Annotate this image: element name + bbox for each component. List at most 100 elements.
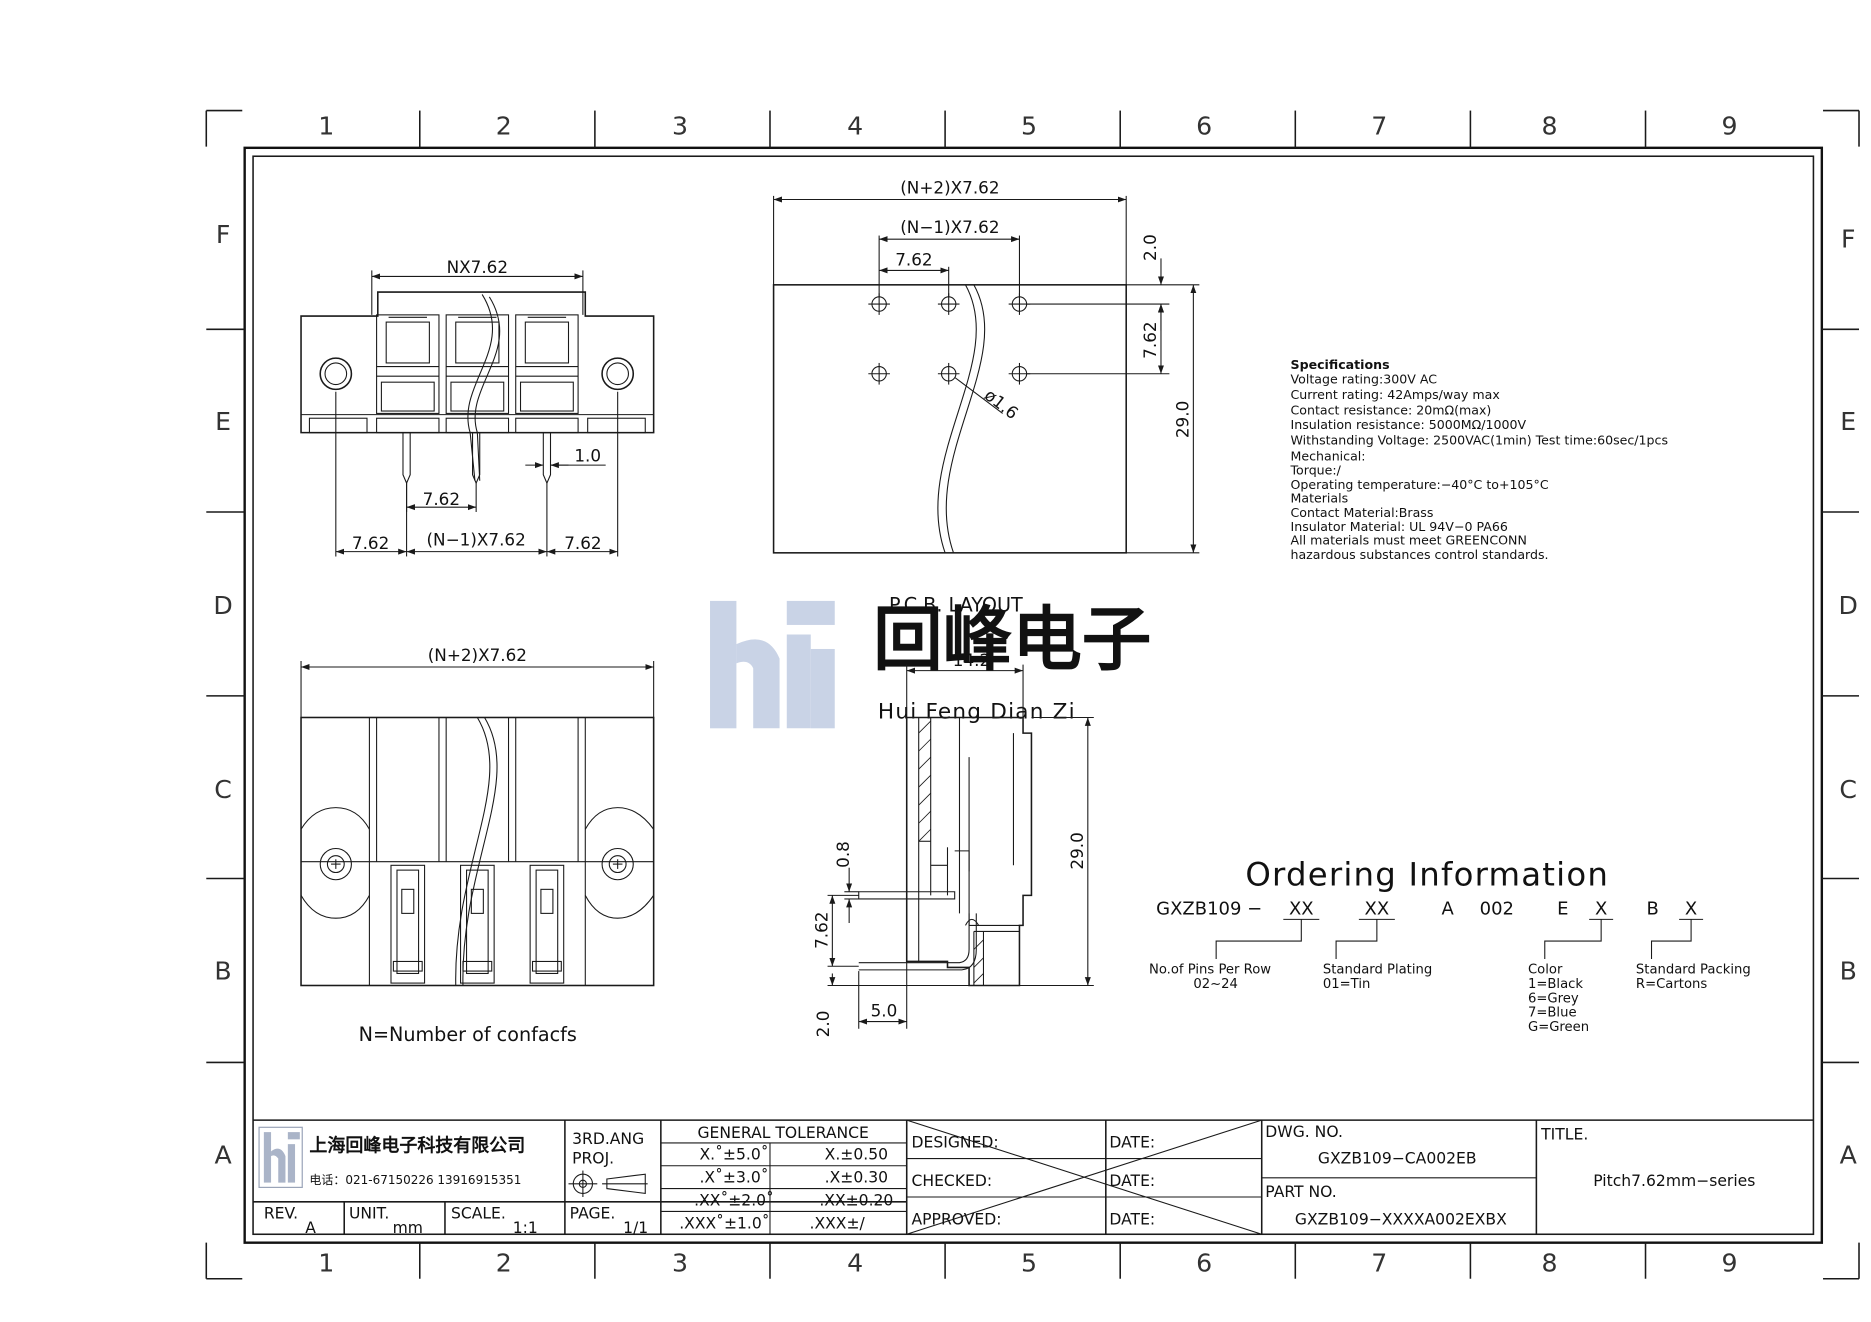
title-value: Pitch7.62mm−series: [1593, 1172, 1755, 1190]
spec-line: Withstanding Voltage: 2500VAC(1min) Test…: [1291, 433, 1669, 448]
tolerance-angle: .X˚±3.0˚: [699, 1169, 768, 1187]
side-dim-height: 29.0: [1067, 832, 1087, 869]
rev-label: REV.: [264, 1205, 298, 1223]
side-dim-depth: 5.0: [871, 1001, 898, 1021]
ordering-prefix: GXZB109 −: [1156, 899, 1262, 920]
page-label: PAGE.: [570, 1205, 616, 1223]
ordering-pins-range: 02~24: [1193, 977, 1238, 992]
pcb-dim-pitch: 7.62: [895, 250, 932, 270]
grid-col-label: 4: [847, 112, 863, 141]
dwg-no-value: GXZB109−CA002EB: [1318, 1149, 1477, 1167]
company-logo: [258, 1126, 303, 1188]
dwg-no-label: DWG. NO.: [1265, 1123, 1343, 1141]
company-phone: 电话：021-67150226 13916915351: [309, 1173, 521, 1187]
watermark-logo: [710, 600, 835, 729]
date-label: DATE:: [1109, 1211, 1155, 1229]
grid-row-label: B: [214, 956, 231, 985]
grid-col-label: 4: [847, 1249, 863, 1278]
grid-row-label: A: [1840, 1140, 1858, 1169]
projection-label-2: PROJ.: [572, 1149, 614, 1167]
grid-col-label: 9: [1721, 112, 1737, 141]
grid-row-label: F: [216, 220, 230, 249]
sheet-frame: [205, 109, 1860, 1280]
watermark-chinese: 回峰电子: [873, 599, 1151, 680]
ordering-letter-b: B: [1647, 899, 1659, 920]
grid-column-labels-bottom: 1 2 3 4 5 6 7 8 9: [318, 1249, 1737, 1278]
date-label: DATE:: [1109, 1134, 1155, 1152]
pcb-dim-height: 29.0: [1173, 401, 1193, 438]
spec-line: hazardous substances control standards.: [1291, 547, 1549, 562]
ordering-title: Ordering Information: [1245, 856, 1609, 894]
spec-line: Contact Material:Brass: [1291, 505, 1434, 520]
grid-row-labels-left: F E D C B A: [213, 220, 232, 1170]
spec-line: Specifications: [1291, 357, 1390, 372]
grid-row-labels-right: F E D C B A: [1839, 225, 1858, 1170]
ordering-plating-code: XX: [1365, 899, 1390, 920]
ordering-num: 002: [1480, 899, 1514, 920]
ordering-letter-a: A: [1441, 899, 1454, 920]
grid-col-label: 2: [496, 1249, 512, 1278]
ordering-color-code: X: [1595, 899, 1607, 920]
pcb-dim-offset: 2.0: [1140, 234, 1160, 261]
watermark-pinyin: Hui Feng Dian Zi: [878, 700, 1076, 725]
spec-line: Mechanical:: [1291, 448, 1366, 463]
ordering-packing-code: X: [1685, 899, 1697, 920]
spec-line: Torque:/: [1290, 463, 1342, 478]
grid-row-label: C: [214, 775, 232, 804]
rev-value: A: [305, 1219, 316, 1237]
tolerance-title: GENERAL TOLERANCE: [697, 1124, 868, 1142]
dim-nx762: NX7.62: [447, 257, 508, 277]
watermark: 回峰电子 Hui Feng Dian Zi: [710, 599, 1151, 729]
tolerance-linear: .X±0.30: [825, 1169, 888, 1187]
tolerance-angle: .XXX˚±1.0˚: [679, 1214, 769, 1232]
grid-col-label: 6: [1196, 112, 1212, 141]
spec-line: Insulator Material: UL 94V−0 PA66: [1291, 519, 1508, 534]
grid-row-label: E: [1840, 407, 1856, 436]
dim-pin-dia: 1.0: [574, 445, 601, 465]
grid-row-label: C: [1839, 775, 1857, 804]
spec-line: Materials: [1291, 490, 1349, 505]
top-view: (N+2)X7.62 N=Number of confacfs: [300, 645, 655, 1046]
approved-label: APPROVED:: [912, 1211, 1002, 1229]
side-dim-bottom: 2.0: [813, 1011, 833, 1038]
spec-line: All materials must meet GREENCONN: [1291, 532, 1527, 547]
top-view-dim-width: (N+2)X7.62: [428, 645, 527, 665]
ordering-packing-title: Standard Packing: [1636, 962, 1751, 977]
grid-row-label: F: [1841, 225, 1855, 254]
grid-col-label: 2: [496, 112, 512, 141]
projection-symbol-icon: [568, 1170, 648, 1198]
ordering-pins-code: XX: [1289, 899, 1314, 920]
pcb-caption: P.C.B. LAYOUT: [889, 594, 1023, 617]
grid-col-label: 7: [1371, 112, 1387, 141]
part-no-value: GXZB109−XXXXA002EXBX: [1295, 1211, 1507, 1229]
ordering-information: Ordering Information GXZB109 − XX XX A 0…: [1149, 856, 1751, 1035]
pcb-dim-overall: (N+2)X7.62: [900, 177, 999, 197]
side-dim-pin: 0.8: [833, 841, 853, 868]
grid-row-label: D: [213, 591, 232, 620]
grid-row-label: D: [1839, 591, 1858, 620]
tolerance-linear: .XXX±/: [810, 1214, 866, 1232]
spec-line: Contact resistance: 20mΩ(max): [1291, 403, 1492, 418]
grid-col-label: 1: [318, 1249, 334, 1278]
pcb-layout: (N+2)X7.62 (N−1)X7.62 7.62 2.0 7.62 29.0…: [772, 177, 1200, 617]
tolerance-angle: X.˚±5.0˚: [699, 1146, 768, 1164]
grid-col-label: 1: [318, 112, 334, 141]
pcb-dim-span: (N−1)X7.62: [900, 217, 999, 237]
grid-col-label: 8: [1542, 112, 1558, 141]
grid-col-label: 3: [672, 1249, 688, 1278]
ordering-color-option: 6=Grey: [1528, 991, 1579, 1006]
grid-column-labels-top: 1 2 3 4 5 6 7 8 9: [318, 112, 1737, 141]
specifications: Specifications Voltage rating:300V AC Cu…: [1290, 357, 1669, 562]
designed-label: DESIGNED:: [912, 1134, 999, 1152]
ordering-color-option: 1=Black: [1528, 977, 1583, 992]
tolerance-angle: .XX˚±2.0˚: [694, 1191, 774, 1209]
grid-col-label: 5: [1021, 112, 1037, 141]
page-value: 1/1: [623, 1219, 648, 1237]
pcb-dim-hole: ø1.6: [981, 385, 1022, 424]
front-view: NX7.62 7.62 1.0 7.62 (N−1)X7.62 7.62: [300, 257, 655, 557]
top-view-caption: N=Number of confacfs: [359, 1023, 577, 1046]
side-dim-width: 14.2: [953, 650, 990, 670]
ordering-color-option: G=Green: [1528, 1020, 1589, 1035]
ordering-pins-title: No.of Pins Per Row: [1149, 962, 1271, 977]
grid-row-label: E: [215, 407, 231, 436]
